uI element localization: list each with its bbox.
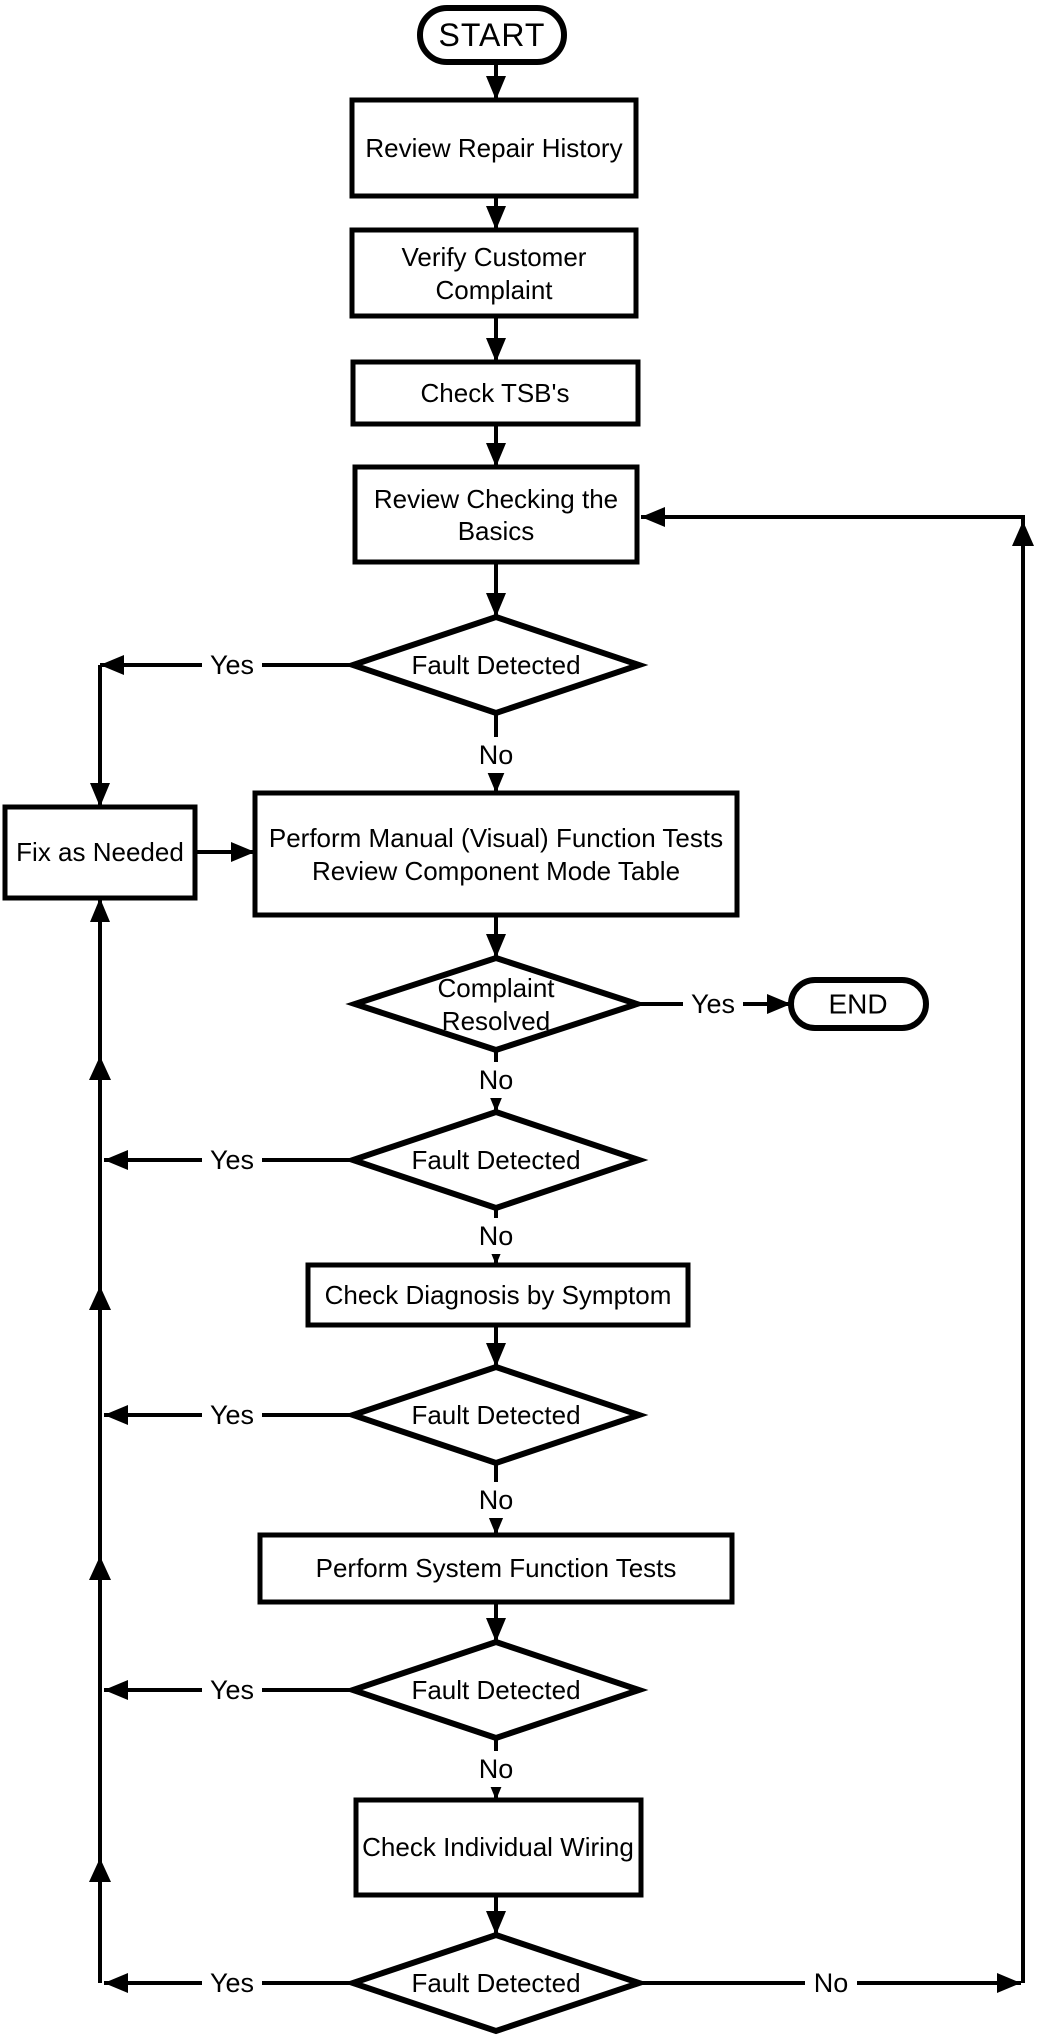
branch-label-no-2: No bbox=[470, 1062, 522, 1098]
decision-fault-detected-2: Fault Detected bbox=[343, 1108, 649, 1212]
branch-label-no-4: No bbox=[470, 1482, 522, 1518]
branch-label-yes-1: Yes bbox=[202, 647, 262, 683]
process-label: Check Diagnosis by Symptom bbox=[325, 1280, 672, 1310]
process-label-line1: Review Checking the bbox=[374, 484, 618, 514]
decision-fault-detected-5: Fault Detected bbox=[343, 1931, 649, 2035]
process-shape bbox=[353, 1797, 644, 1898]
process-shape bbox=[350, 359, 641, 427]
right-rail-up-arrowhead bbox=[1012, 521, 1034, 546]
process-label: Fix as Needed bbox=[16, 837, 184, 867]
process-label-line1: Verify Customer bbox=[402, 242, 587, 272]
process-shape bbox=[257, 1532, 735, 1605]
process-label-line1: Perform Manual (Visual) Function Tests bbox=[269, 823, 723, 853]
start-terminal-shape bbox=[417, 5, 567, 65]
node-check-diagnosis-by-symptom: Check Diagnosis by Symptom bbox=[305, 1262, 691, 1328]
node-check-individual-wiring: Check Individual Wiring bbox=[353, 1797, 644, 1898]
label-backing bbox=[470, 737, 522, 773]
yes-label: Yes bbox=[210, 650, 254, 680]
label-backing bbox=[202, 647, 262, 683]
node-review-checking-the-basics: Review Checking the Basics bbox=[352, 464, 640, 565]
branch-label-yes-5: Yes bbox=[202, 1672, 262, 1708]
yes-label: Yes bbox=[691, 989, 735, 1019]
left-rail-up-arrowhead-3 bbox=[89, 1556, 111, 1580]
branch-label-no-1: No bbox=[470, 737, 522, 773]
label-backing bbox=[470, 1482, 522, 1518]
label-backing bbox=[202, 1397, 262, 1433]
edge-right-rail-to-review-basics bbox=[641, 507, 1025, 1983]
decision-label: Fault Detected bbox=[411, 1400, 580, 1430]
node-end: END bbox=[788, 977, 929, 1031]
decision-complaint-resolved: Complaint Resolved bbox=[345, 954, 647, 1054]
process-label-line2: Review Component Mode Table bbox=[312, 856, 680, 886]
yes-label: Yes bbox=[210, 1400, 254, 1430]
process-label: Check TSB's bbox=[421, 378, 570, 408]
node-verify-customer-complaint: Verify Customer Complaint bbox=[349, 227, 639, 319]
left-rail-up-arrowhead-2 bbox=[89, 1286, 111, 1310]
node-perform-system-function-tests: Perform System Function Tests bbox=[257, 1532, 735, 1605]
no-label: No bbox=[479, 1221, 514, 1251]
branch-label-yes-4: Yes bbox=[202, 1397, 262, 1433]
decision-label-line1: Complaint bbox=[437, 973, 555, 1003]
process-shape bbox=[2, 804, 198, 901]
decision-shape bbox=[343, 613, 649, 717]
no-label: No bbox=[479, 1065, 514, 1095]
label-backing bbox=[202, 1672, 262, 1708]
yes-label: Yes bbox=[210, 1145, 254, 1175]
end-terminal-label: END bbox=[828, 989, 887, 1020]
left-rail-up-arrowhead-4 bbox=[89, 1858, 111, 1882]
decision-label-line2: Resolved bbox=[442, 1006, 550, 1036]
yes-label: Yes bbox=[210, 1968, 254, 1998]
decision-shape bbox=[343, 1363, 649, 1467]
yes-label: Yes bbox=[210, 1675, 254, 1705]
decision-label: Fault Detected bbox=[411, 1675, 580, 1705]
branch-label-yes-3: Yes bbox=[202, 1142, 262, 1178]
process-shape bbox=[305, 1262, 691, 1328]
label-backing bbox=[805, 1965, 857, 2001]
process-shape bbox=[352, 464, 640, 565]
branch-label-yes-6: Yes bbox=[202, 1965, 262, 2001]
node-review-repair-history: Review Repair History bbox=[349, 97, 639, 199]
label-backing bbox=[470, 1751, 522, 1787]
process-shape bbox=[349, 227, 639, 319]
label-backing bbox=[202, 1965, 262, 2001]
label-backing bbox=[470, 1218, 522, 1254]
decision-shape bbox=[345, 954, 647, 1054]
process-label-line2: Complaint bbox=[435, 275, 553, 305]
branch-label-no-5: No bbox=[470, 1751, 522, 1787]
node-start: START bbox=[417, 5, 567, 65]
decision-fault-detected-1: Fault Detected bbox=[343, 613, 649, 717]
label-backing bbox=[470, 1062, 522, 1098]
no-label: No bbox=[479, 1485, 514, 1515]
decision-label: Fault Detected bbox=[411, 1145, 580, 1175]
node-fix-as-needed: Fix as Needed bbox=[2, 804, 198, 901]
no-label: No bbox=[479, 740, 514, 770]
no-label: No bbox=[479, 1754, 514, 1784]
decision-label: Fault Detected bbox=[411, 650, 580, 680]
branch-label-no-3: No bbox=[470, 1218, 522, 1254]
process-shape bbox=[252, 790, 740, 918]
no-label: No bbox=[814, 1968, 849, 1998]
decision-label: Fault Detected bbox=[411, 1968, 580, 1998]
process-shape bbox=[349, 97, 639, 199]
process-label: Perform System Function Tests bbox=[316, 1553, 677, 1583]
end-terminal-shape bbox=[788, 977, 929, 1031]
left-rail-up-arrowhead-1 bbox=[89, 1056, 111, 1080]
decision-shape bbox=[343, 1108, 649, 1212]
decision-fault-detected-3: Fault Detected bbox=[343, 1363, 649, 1467]
process-label: Check Individual Wiring bbox=[362, 1832, 634, 1862]
process-label: Review Repair History bbox=[365, 133, 622, 163]
node-perform-manual-function-tests: Perform Manual (Visual) Function Tests R… bbox=[252, 790, 740, 918]
label-backing bbox=[683, 986, 743, 1022]
decision-shape bbox=[343, 1638, 649, 1742]
decision-fault-detected-4: Fault Detected bbox=[343, 1638, 649, 1742]
process-label-line2: Basics bbox=[458, 516, 535, 546]
node-check-tsbs: Check TSB's bbox=[350, 359, 641, 427]
branch-label-yes-2: Yes bbox=[683, 986, 743, 1022]
label-backing bbox=[202, 1142, 262, 1178]
decision-shape bbox=[343, 1931, 649, 2035]
branch-label-no-6: No bbox=[805, 1965, 857, 2001]
start-terminal-label: START bbox=[439, 17, 546, 53]
